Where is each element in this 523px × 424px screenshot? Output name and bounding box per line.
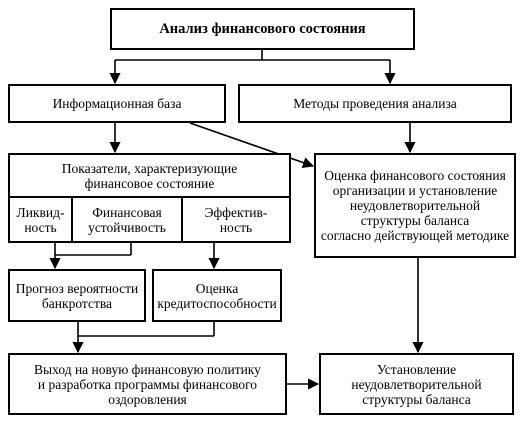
bankruptcy-label: Прогноз вероятности банкротства <box>15 280 139 311</box>
unsatisfactory-label: Установление неудовлетворительной структ… <box>351 361 482 407</box>
efficiency-label: Эффектив- ность <box>204 204 268 235</box>
credit-box: Оценка кредитоспособности <box>152 269 282 322</box>
arrow-info-to-evaluation <box>189 122 315 168</box>
liquidity-label: Ликвид- ность <box>10 198 73 241</box>
unsatisfactory-box: Установление неудовлетворительной структ… <box>319 353 514 415</box>
bankruptcy-box: Прогноз вероятности банкротства <box>8 269 146 322</box>
indicators-label: Показатели, характеризующие финансовое с… <box>10 155 289 198</box>
evaluation-box: Оценка финансового состояния организации… <box>314 153 516 258</box>
methods-box: Методы проведения анализа <box>238 84 512 123</box>
credit-label: Оценка кредитоспособности <box>157 280 277 311</box>
indicators-box: Показатели, характеризующие финансовое с… <box>8 153 291 243</box>
new-policy-label: Выход на новую финансовую политику и раз… <box>34 361 261 407</box>
info-base-label: Информационная база <box>52 96 182 111</box>
evaluation-label: Оценка финансового состояния организации… <box>320 168 510 243</box>
stability-label: Финансовая устойчивость <box>73 198 183 241</box>
title-label: Анализ финансового состояния <box>159 20 366 37</box>
title-box: Анализ финансового состояния <box>110 8 415 50</box>
methods-label: Методы проведения анализа <box>293 96 457 111</box>
new-policy-box: Выход на новую финансовую политику и раз… <box>8 353 287 415</box>
info-base-box: Информационная база <box>8 84 226 123</box>
